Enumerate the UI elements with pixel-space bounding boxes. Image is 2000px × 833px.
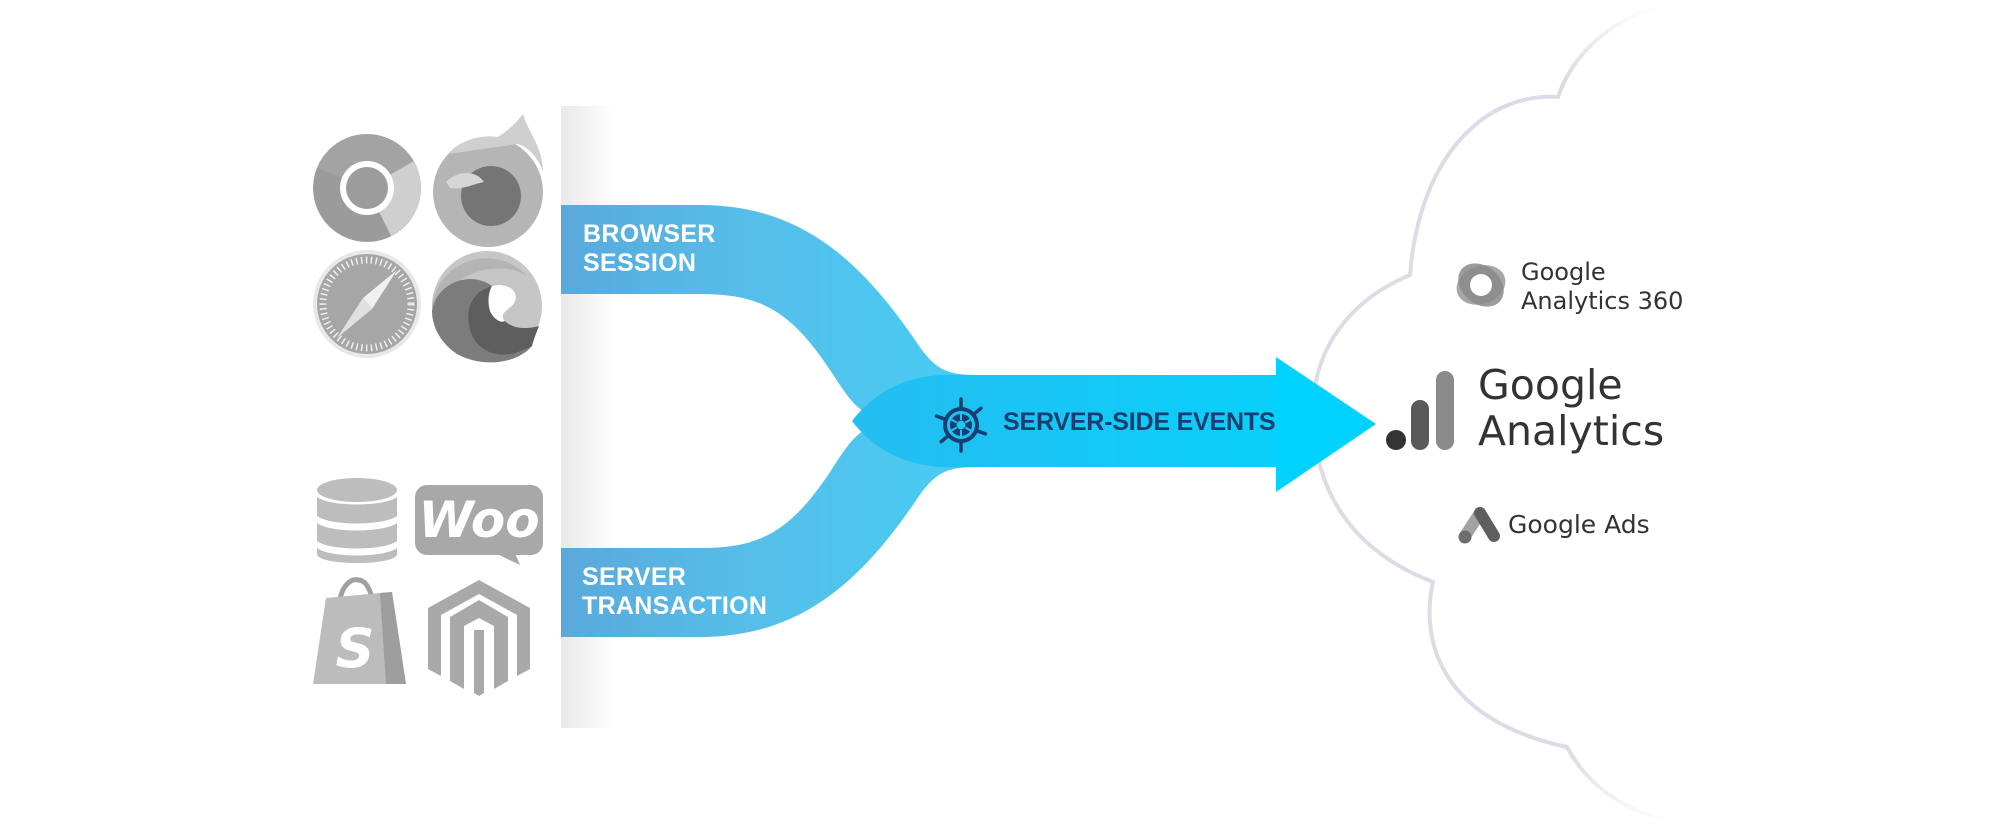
shopify-logo-text: S bbox=[336, 617, 375, 680]
google-analytics-icon bbox=[1386, 371, 1454, 450]
server-transaction-flow bbox=[561, 421, 1000, 637]
shopify-icon: S bbox=[313, 577, 406, 684]
browser-session-flow bbox=[561, 205, 1000, 421]
google-ads-label: Google Ads bbox=[1508, 510, 1650, 539]
safari-icon bbox=[313, 250, 421, 358]
server-transaction-line2: TRANSACTION bbox=[582, 592, 768, 620]
google-ads-icon bbox=[1458, 507, 1500, 544]
server-transaction-label: SERVER TRANSACTION bbox=[582, 563, 767, 621]
ship-wheel-icon bbox=[934, 397, 988, 453]
edge-icon bbox=[432, 251, 542, 363]
database-icon bbox=[317, 478, 397, 563]
firefox-icon bbox=[433, 114, 543, 247]
google-analytics-360-icon bbox=[1456, 263, 1506, 307]
magento-icon bbox=[428, 580, 530, 696]
server-side-events-label: SERVER-SIDE EVENTS bbox=[1003, 408, 1276, 436]
woocommerce-icon: Woo bbox=[415, 485, 543, 565]
google-analytics-line1: Google bbox=[1478, 361, 1623, 409]
arrow-head bbox=[1276, 357, 1376, 492]
browser-session-line1: BROWSER bbox=[583, 220, 716, 248]
ga360-line1: Google bbox=[1521, 258, 1606, 286]
browser-session-line2: SESSION bbox=[583, 249, 697, 277]
ga360-line2: Analytics 360 bbox=[1521, 287, 1684, 315]
woo-logo-text: Woo bbox=[418, 491, 539, 549]
server-transaction-line1: SERVER bbox=[582, 563, 687, 591]
chrome-icon bbox=[313, 134, 422, 242]
google-analytics-line2: Analytics bbox=[1478, 407, 1665, 455]
google-analytics-label: Google Analytics bbox=[1478, 362, 1664, 454]
browser-session-label: BROWSER SESSION bbox=[583, 220, 716, 278]
ga360-label: Google Analytics 360 bbox=[1521, 258, 1683, 316]
